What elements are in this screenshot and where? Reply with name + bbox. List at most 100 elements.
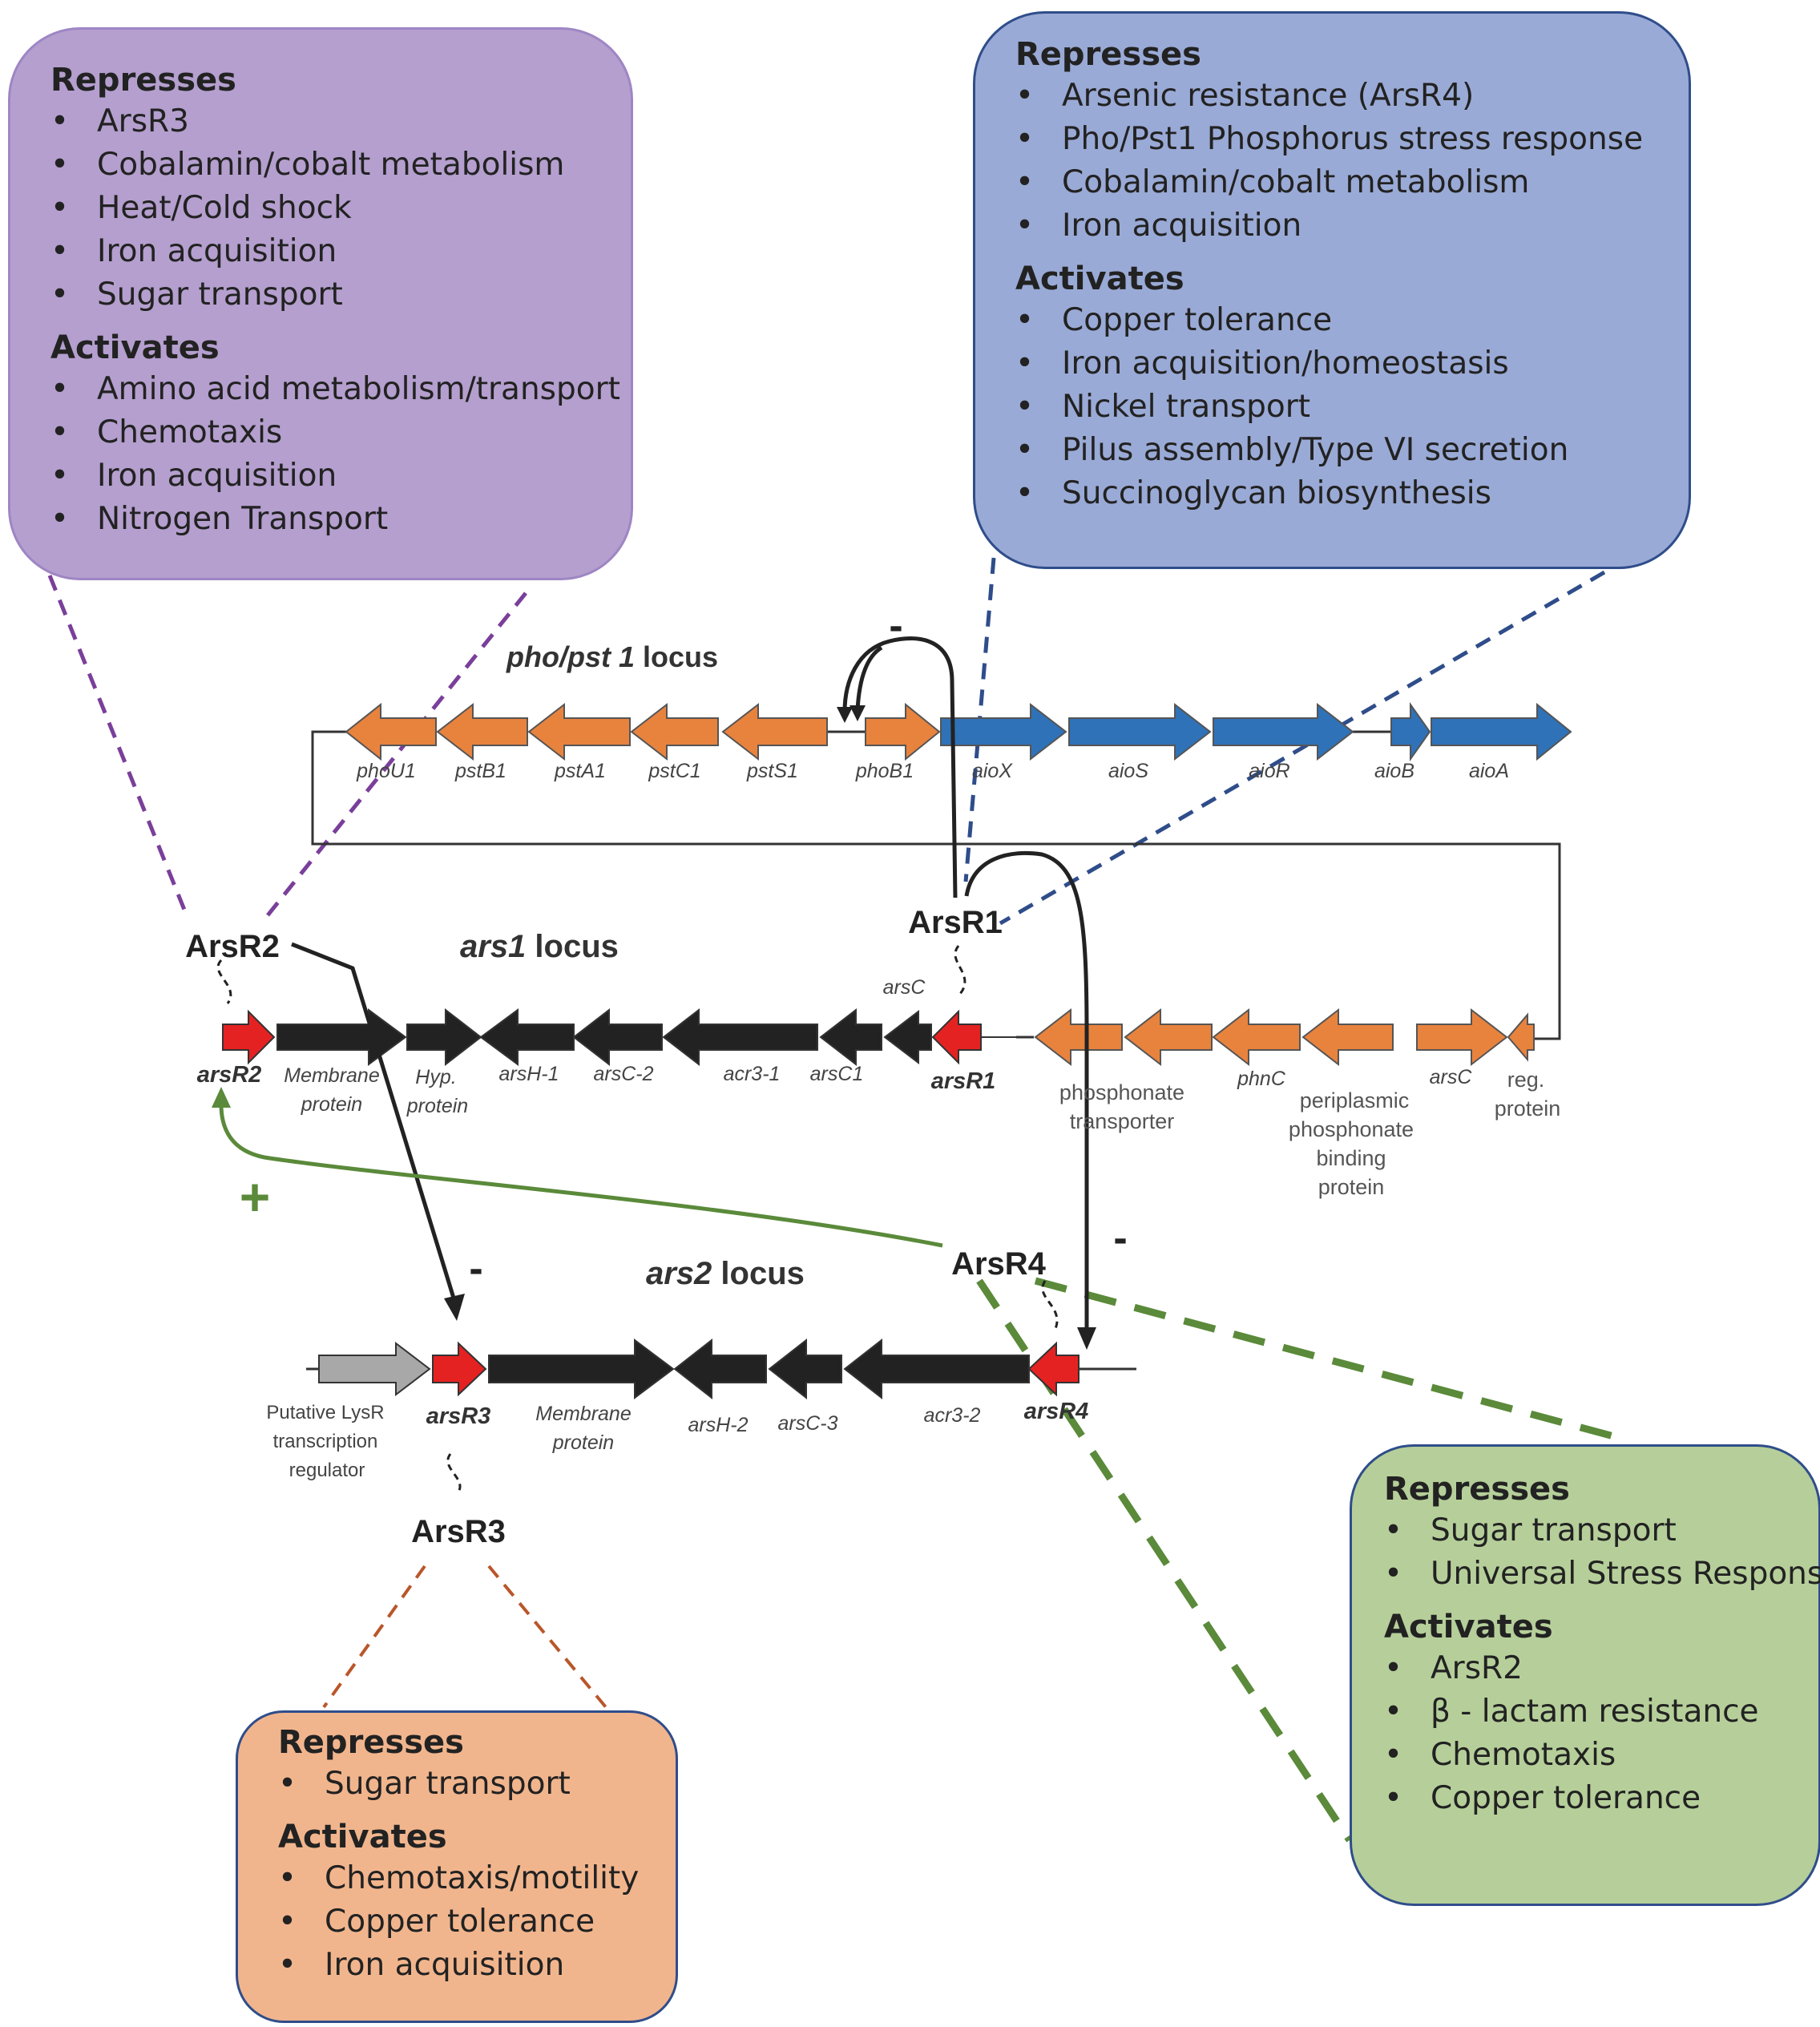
list-item: Sugar transport bbox=[1384, 1509, 1818, 1553]
arsr1-targets-box: Represses Arsenic resistance (ArsR4) Pho… bbox=[973, 11, 1691, 569]
arsr2-targets-box: Represses ArsR3 Cobalamin/cobalt metabol… bbox=[8, 27, 633, 580]
label-arsh2: arsH-2 bbox=[688, 1414, 748, 1436]
list-item: Cobalamin/cobalt metabolism bbox=[50, 143, 607, 187]
gene-arsh1 bbox=[479, 1008, 575, 1066]
list-item: Iron acquisition bbox=[278, 1944, 660, 1987]
gene-reg-protein bbox=[1507, 1012, 1535, 1062]
leader-arsr3-right bbox=[487, 1565, 607, 1709]
label-arsc-right: arsC bbox=[1430, 1066, 1473, 1088]
label-reg-a: reg. bbox=[1507, 1068, 1545, 1092]
label-phosphonate-b: transporter bbox=[1070, 1109, 1175, 1133]
arsr4-activates-list: ArsR2 β - lactam resistance Chemotaxis C… bbox=[1384, 1647, 1818, 1820]
label-lysr-c: regulator bbox=[289, 1460, 365, 1481]
regulator-arsr2: ArsR2 bbox=[185, 929, 280, 964]
arsr4-targets-box: Represses Sugar transport Universal Stre… bbox=[1350, 1444, 1820, 1906]
ars1-genes bbox=[222, 1007, 1535, 1067]
sign-minus-phob1: - bbox=[889, 603, 902, 649]
list-item: Iron acquisition/homeostasis bbox=[1015, 342, 1665, 386]
list-item: Copper tolerance bbox=[1384, 1777, 1818, 1820]
label-arsr2: arsR2 bbox=[197, 1062, 262, 1088]
label-membrane2-a: Membrane bbox=[535, 1403, 632, 1425]
gene-psta1 bbox=[527, 702, 631, 761]
list-item: Amino acid metabolism/transport bbox=[50, 368, 620, 411]
leader-arsr1-right bbox=[999, 570, 1606, 926]
pho-pst1-gene-labels: phoU1 pstB1 pstA1 pstC1 pstS1 phoB1 aioX… bbox=[356, 760, 1509, 782]
arsr3-targets-box: Represses Sugar transport Activates Chem… bbox=[236, 1710, 678, 2023]
label-periplasmic-c: binding bbox=[1316, 1146, 1386, 1170]
locus-title-ars2: ars2 locus bbox=[646, 1256, 805, 1291]
list-item: ArsR3 bbox=[50, 100, 607, 143]
label-lysr-b: transcription bbox=[273, 1431, 378, 1452]
gene-arsr3 bbox=[432, 1341, 487, 1397]
label-arsr3: arsR3 bbox=[426, 1403, 491, 1429]
list-item: Pho/Pst1 Phosphorus stress response bbox=[1015, 118, 1665, 161]
gene-acr31 bbox=[662, 1007, 818, 1067]
gene-aios bbox=[1068, 702, 1212, 761]
list-item: ArsR2 bbox=[1384, 1647, 1818, 1690]
regulator-arsr3: ArsR3 bbox=[411, 1514, 506, 1549]
gene-aiob bbox=[1390, 701, 1431, 762]
regulatory-arrows bbox=[212, 636, 1096, 1350]
label-acr31: acr3-1 bbox=[724, 1063, 781, 1085]
gene-arsc2 bbox=[572, 1007, 663, 1067]
gene-hyp bbox=[406, 1007, 482, 1067]
leader-arsr2-right bbox=[260, 592, 527, 925]
gene-arsc3 bbox=[768, 1338, 842, 1400]
list-item: Chemotaxis bbox=[1384, 1734, 1818, 1777]
list-item: Nickel transport bbox=[1015, 386, 1665, 429]
label-pstb1: pstB1 bbox=[454, 760, 506, 782]
leader-arsr4-top bbox=[1034, 1277, 1630, 1444]
gene-arsr4 bbox=[1027, 1341, 1079, 1397]
gene-arsr1 bbox=[931, 1009, 982, 1065]
label-psta1: pstA1 bbox=[554, 760, 606, 782]
list-item: Copper tolerance bbox=[278, 1900, 660, 1944]
sign-plus-arsr2: + bbox=[240, 1167, 271, 1226]
pho-pst1-genes bbox=[345, 701, 1572, 762]
arrow-arsr1-repress-phob1 bbox=[842, 636, 958, 898]
label-phnc: phnC bbox=[1237, 1068, 1286, 1090]
locus-title-ars1: ars1 locus bbox=[460, 929, 619, 964]
arsr2-represses-list: ArsR3 Cobalamin/cobalt metabolism Heat/C… bbox=[50, 100, 607, 317]
list-item: Pilus assembly/Type VI secretion bbox=[1015, 429, 1665, 472]
leader-arsr3-left bbox=[322, 1565, 426, 1709]
gene-arsc-right bbox=[1416, 1007, 1508, 1067]
list-item: Succinoglycan biosynthesis bbox=[1015, 472, 1665, 515]
label-arsc-top: arsC bbox=[883, 976, 926, 999]
gene-phnc-a bbox=[1124, 1007, 1213, 1067]
label-periplasmic-b: phosphonate bbox=[1289, 1117, 1414, 1141]
gene-acr32 bbox=[843, 1338, 1030, 1400]
label-aioa: aioA bbox=[1469, 760, 1509, 782]
label-pstc1: pstC1 bbox=[648, 760, 700, 782]
list-item: Cobalamin/cobalt metabolism bbox=[1015, 161, 1665, 204]
arsr1-represses-title: Represses bbox=[1015, 36, 1201, 73]
list-item: Iron acquisition bbox=[50, 230, 607, 273]
arrow-arsr1-repress-arsr4 bbox=[964, 850, 1089, 1330]
gene-phosphonate-transporter bbox=[1034, 1007, 1123, 1067]
arsr4-represses-title: Represses bbox=[1384, 1471, 1570, 1508]
gene-aioa bbox=[1431, 702, 1572, 761]
arsr4-activates-title: Activates bbox=[1384, 1609, 1553, 1645]
gene-arsc-top bbox=[883, 1009, 932, 1065]
gene-arsh2 bbox=[673, 1338, 767, 1400]
list-item: Chemotaxis/motility bbox=[278, 1857, 660, 1900]
label-aios: aioS bbox=[1108, 760, 1148, 782]
label-membrane1-a: Membrane bbox=[284, 1064, 380, 1087]
arsr2-represses-title: Represses bbox=[50, 62, 236, 99]
gene-lysr bbox=[318, 1341, 431, 1397]
arsr2-activates-list: Amino acid metabolism/transport Chemotax… bbox=[50, 368, 620, 541]
label-phosphonate-a: phosphonate bbox=[1059, 1080, 1184, 1104]
list-item: Copper tolerance bbox=[1015, 299, 1665, 342]
arsr3-activates-title: Activates bbox=[278, 1819, 447, 1855]
gene-phou1 bbox=[345, 702, 437, 761]
arsr1-represses-list: Arsenic resistance (ArsR4) Pho/Pst1 Phos… bbox=[1015, 75, 1665, 248]
gene-arsc1 bbox=[819, 1007, 882, 1067]
label-aiox: aioX bbox=[972, 760, 1013, 782]
gene-pstc1 bbox=[630, 702, 719, 761]
list-item: Arsenic resistance (ArsR4) bbox=[1015, 75, 1665, 118]
label-acr32: acr3-2 bbox=[924, 1404, 981, 1427]
regulator-arsr1: ArsR1 bbox=[908, 905, 1003, 940]
label-reg-b: protein bbox=[1495, 1096, 1561, 1121]
label-arsh1: arsH-1 bbox=[498, 1063, 559, 1085]
list-item: Iron acquisition bbox=[1015, 204, 1665, 248]
sign-minus-arsr4: - bbox=[1113, 1215, 1127, 1262]
